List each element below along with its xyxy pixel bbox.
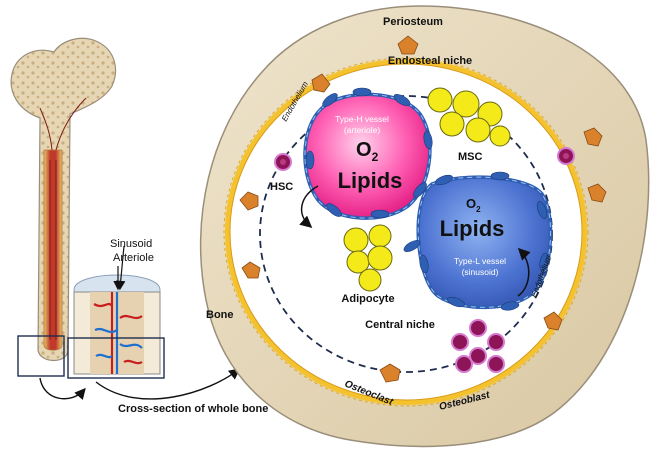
bone-label: Bone [206, 309, 234, 321]
central-niche-label: Central niche [365, 319, 435, 331]
arteriole-label: Arteriole [113, 252, 154, 264]
type-l-subtitle: (sinusoid) [462, 267, 499, 277]
type-h-arrow [299, 185, 319, 228]
type-h-subtitle: (arteriole) [344, 125, 381, 135]
type-l-title: Type-L vessel [454, 256, 506, 266]
femur-zoom-box [17, 335, 65, 377]
osteoclasts [239, 35, 607, 383]
adipocyte-cluster [343, 224, 393, 292]
osteoblast-outline [223, 57, 589, 407]
bone-section-block: Sinusoid Arteriole [67, 238, 165, 379]
section-zoom-box [67, 337, 165, 379]
type-h-o2: O2 [356, 139, 379, 164]
hsc-label: HSC [270, 181, 293, 193]
type-h-lipids: Lipids [338, 168, 403, 193]
type-l-lipids: Lipids [440, 216, 505, 241]
msc-cluster [427, 87, 511, 147]
hsc-cells [274, 147, 575, 373]
type-l-vessel: O2 Lipids Type-L vessel (sinusoid) [416, 175, 553, 310]
msc-label: MSC [458, 151, 483, 163]
sinusoid-label: Sinusoid [110, 238, 152, 250]
adipocyte-label: Adipocyte [341, 293, 394, 305]
zoom-arrow-2 [95, 368, 241, 400]
type-h-vessel: Type-H vessel (arteriole) O2 Lipids [303, 92, 432, 220]
endothelial-cells [305, 87, 549, 311]
type-l-arrow [517, 247, 531, 297]
zoom-arrow-1 [39, 377, 86, 401]
cross-section-label: Cross-section of whole bone [118, 403, 268, 415]
periosteum-label: Periosteum [383, 16, 443, 28]
endosteal-niche-label: Endosteal niche [388, 55, 472, 67]
type-h-title: Type-H vessel [335, 114, 389, 124]
type-l-o2: O2 [466, 196, 481, 214]
